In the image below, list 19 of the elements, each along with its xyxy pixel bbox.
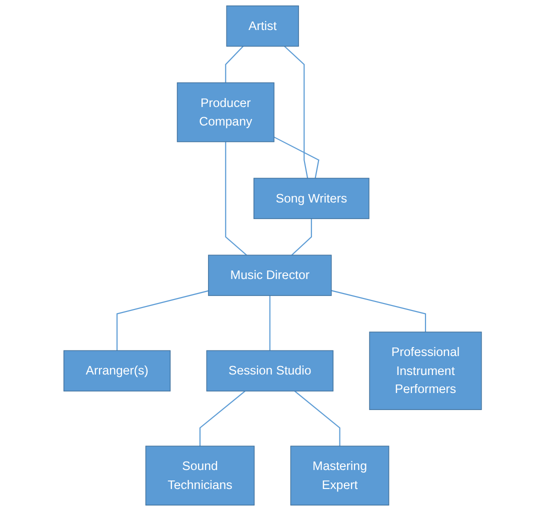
connector: [274, 136, 320, 178]
node-box: Sound Technicians: [145, 446, 254, 506]
connector: [116, 290, 208, 351]
connector: [331, 290, 426, 332]
connector: [294, 390, 340, 446]
node-box: Music Director: [208, 254, 332, 296]
node-box: Arranger(s): [63, 350, 170, 392]
node-box: Artist: [226, 5, 299, 47]
node-box: Producer Company: [176, 82, 274, 142]
node-box: Professional Instrument Performers: [369, 332, 482, 410]
node-box: Song Writers: [253, 178, 370, 220]
connector: [291, 218, 312, 256]
connector: [284, 46, 308, 178]
node-box: Mastering Expert: [290, 446, 390, 506]
connector: [199, 390, 246, 446]
connector: [224, 46, 244, 83]
node-box: Session Studio: [206, 350, 334, 392]
connector: [269, 296, 270, 351]
connector: [224, 142, 247, 256]
